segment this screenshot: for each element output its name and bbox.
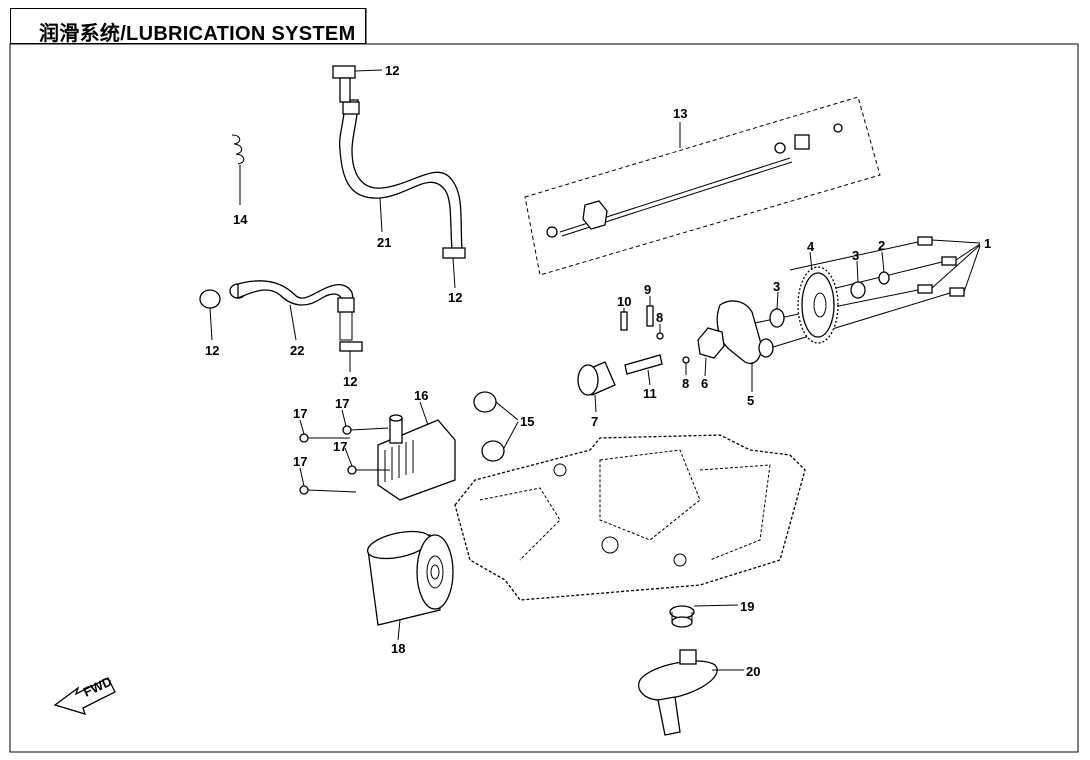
- callout-14: 14: [233, 212, 248, 227]
- strainer-20: [638, 649, 718, 736]
- pin-8-lower: [682, 356, 690, 364]
- rotor-6: [697, 327, 725, 359]
- shaft-group-13: [524, 96, 881, 276]
- hose-21: [332, 65, 466, 259]
- callout-17: 17: [293, 454, 307, 469]
- callout-12: 12: [448, 290, 462, 305]
- callout-6: 6: [701, 376, 708, 391]
- pin-10: [620, 311, 628, 331]
- callout-17: 17: [293, 406, 307, 421]
- callout-9: 9: [644, 282, 651, 297]
- title-box: 润滑系统/LUBRICATION SYSTEM: [10, 8, 366, 45]
- bolts-17: [299, 425, 390, 495]
- clamp-12-hose21-end: [442, 247, 466, 259]
- callout-17: 17: [335, 396, 349, 411]
- callout-16: 16: [414, 388, 428, 403]
- callout-15: 15: [520, 414, 534, 429]
- oil-cooler-16: [377, 414, 456, 501]
- ring-2: [878, 271, 890, 285]
- callout-3: 3: [773, 279, 780, 294]
- callout-8: 8: [682, 376, 689, 391]
- o-ring-15-lower: [481, 440, 505, 462]
- callout-3: 3: [852, 248, 859, 263]
- pump-body-5: [716, 300, 774, 365]
- leader-lines: [209, 69, 981, 671]
- callout-4: 4: [807, 239, 815, 254]
- gear-4: [797, 266, 839, 344]
- callout-7: 7: [591, 414, 598, 429]
- callout-8: 8: [656, 310, 663, 325]
- o-ring-15-upper: [473, 391, 497, 413]
- plug-19: [669, 605, 695, 628]
- callout-12: 12: [385, 63, 399, 78]
- callout-20: 20: [746, 664, 760, 679]
- callout-10: 10: [617, 294, 631, 309]
- oil-filter-18: [366, 530, 454, 626]
- page-title: 润滑系统/LUBRICATION SYSTEM: [39, 23, 356, 45]
- clamp-12-bottom: [339, 341, 363, 352]
- callout-12: 12: [343, 374, 357, 389]
- callout-12: 12: [205, 343, 219, 358]
- pin-9: [646, 305, 654, 327]
- callout-21: 21: [377, 235, 391, 250]
- shaft-11: [624, 354, 663, 375]
- callout-13: 13: [673, 106, 687, 121]
- callout-17: 17: [333, 439, 347, 454]
- callout-5: 5: [747, 393, 754, 408]
- callout-11: 11: [643, 386, 657, 401]
- crankcase-housing: [454, 434, 806, 601]
- callout-19: 19: [740, 599, 754, 614]
- callout-1: 1: [984, 236, 991, 251]
- callout-labels: 12 13 14 21 12 4 3 2 1 3 10 9 8 12 22 12…: [205, 63, 991, 679]
- clamp-12-left: [199, 289, 221, 309]
- washer-3-left: [769, 308, 785, 328]
- callout-2: 2: [878, 238, 885, 253]
- diagram-frame: [9, 43, 1079, 753]
- clip-14: [231, 134, 245, 205]
- callout-18: 18: [391, 641, 405, 656]
- fwd-arrow-icon: FWD: [53, 674, 116, 715]
- washer-3-right: [850, 281, 866, 299]
- hose-22: [199, 280, 363, 352]
- outer-rotor-7: [577, 361, 616, 396]
- callout-22: 22: [290, 343, 304, 358]
- pin-8-upper: [656, 332, 664, 340]
- clamp-12-top: [332, 65, 356, 79]
